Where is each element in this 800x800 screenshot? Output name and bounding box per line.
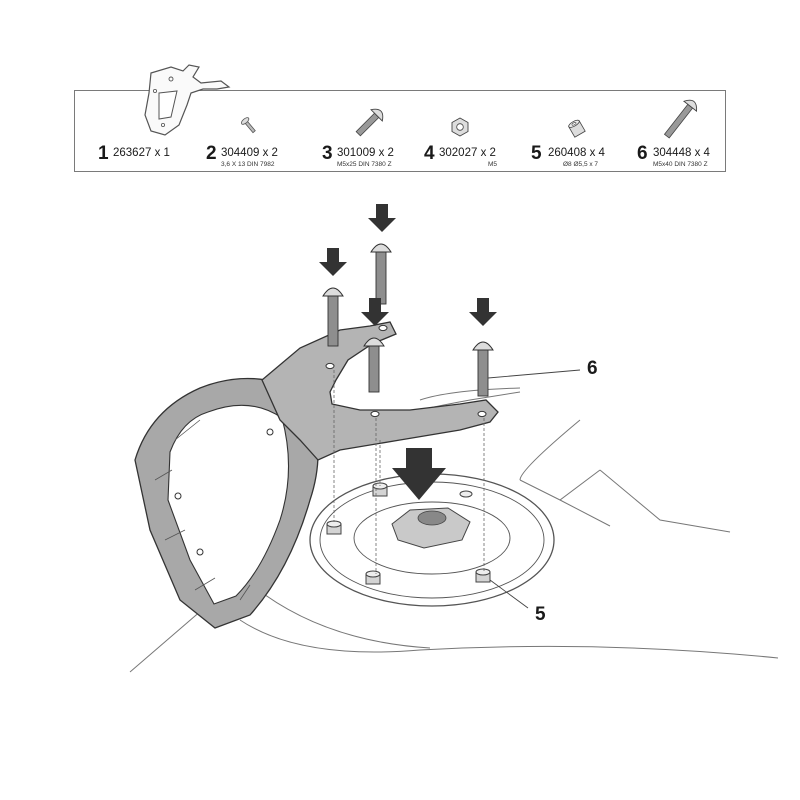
spacer bbox=[326, 520, 342, 535]
callout-spacer: 5 bbox=[535, 604, 546, 625]
part-code: 304448 x 4 bbox=[653, 147, 710, 159]
part-spec: M5 bbox=[488, 161, 498, 168]
small-screw-icon bbox=[240, 117, 256, 134]
part-spec: M5x40 DIN 7380 Z bbox=[653, 161, 708, 168]
part-spec: Ø8 Ø5,5 x 7 bbox=[563, 161, 599, 168]
bolt-m5x40-icon bbox=[663, 99, 698, 139]
down-arrow-icon bbox=[469, 298, 497, 326]
part-number: 1 bbox=[98, 143, 109, 164]
part-spec: M5x25 DIN 7380 Z bbox=[337, 161, 392, 168]
part-number: 4 bbox=[424, 143, 435, 164]
part-number: 5 bbox=[531, 143, 542, 164]
down-arrow-icon bbox=[392, 448, 446, 500]
part-number: 3 bbox=[322, 143, 333, 164]
fuel-cap bbox=[391, 507, 471, 549]
bracket-icon bbox=[144, 64, 231, 136]
part-code: 263627 x 1 bbox=[113, 147, 170, 159]
bolt bbox=[370, 243, 392, 305]
bolts bbox=[322, 243, 494, 397]
part-5: 5 260408 x 4 Ø8 Ø5,5 x 7 bbox=[531, 91, 631, 171]
assembly-diagram bbox=[129, 204, 779, 673]
part-4: 4 302027 x 2 M5 bbox=[423, 91, 523, 171]
bolt bbox=[363, 337, 385, 393]
adapter-bracket bbox=[261, 321, 499, 461]
leader-lines bbox=[487, 369, 581, 609]
spacer bbox=[372, 482, 388, 497]
part-1: 1 263627 x 1 bbox=[95, 64, 231, 171]
spacer bbox=[475, 568, 491, 583]
spacer-icon bbox=[568, 119, 586, 138]
down-arrows bbox=[319, 204, 497, 500]
callout-bolt: 6 bbox=[587, 358, 598, 379]
down-arrow-icon bbox=[319, 248, 347, 276]
down-arrow-icon bbox=[361, 298, 389, 326]
bolt bbox=[472, 341, 494, 397]
part-number: 6 bbox=[637, 143, 648, 164]
part-code: 301009 x 2 bbox=[337, 147, 394, 159]
alignment-lines bbox=[333, 370, 485, 574]
down-arrow-icon bbox=[368, 204, 396, 232]
part-code: 304409 x 2 bbox=[221, 147, 278, 159]
bolt-m5x25-icon bbox=[355, 108, 384, 137]
part-spec: 3,6 X 13 DIN 7982 bbox=[221, 161, 275, 168]
part-6: 6 304448 x 4 M5x40 DIN 7380 Z bbox=[635, 91, 727, 171]
bolt bbox=[322, 287, 344, 347]
part-code: 260408 x 4 bbox=[548, 147, 605, 159]
part-3: 3 301009 x 2 M5x25 DIN 7380 Z bbox=[321, 91, 421, 171]
nut-icon bbox=[451, 117, 469, 137]
part-number: 2 bbox=[206, 143, 217, 164]
parts-list: 1 263627 x 1 2 304409 x 2 3,6 X 13 DIN 7… bbox=[74, 64, 727, 172]
part-2: 2 304409 x 2 3,6 X 13 DIN 7982 bbox=[205, 91, 305, 171]
spacer bbox=[365, 570, 381, 585]
part-code: 302027 x 2 bbox=[439, 147, 496, 159]
